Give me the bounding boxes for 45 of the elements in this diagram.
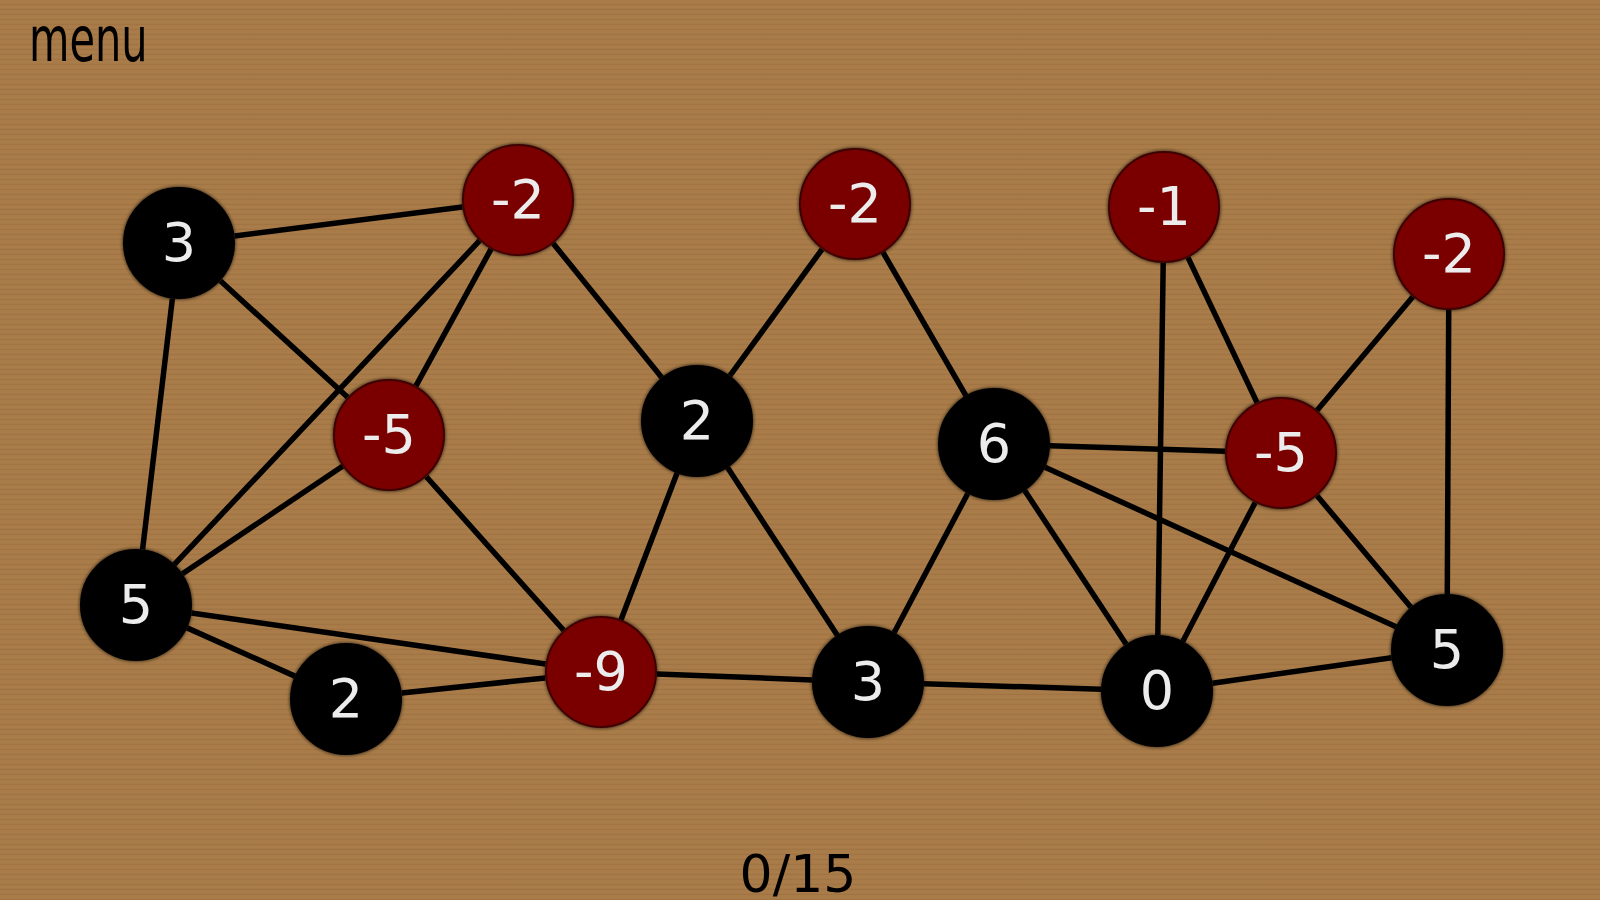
- connector-line: [618, 472, 680, 621]
- node-number: 6: [976, 417, 1012, 471]
- connector-line: [1212, 655, 1392, 686]
- node-number: 5: [1429, 623, 1465, 677]
- node-number: 5: [118, 578, 154, 632]
- connector-line: [880, 251, 969, 397]
- connector-line: [413, 247, 494, 388]
- connector-line: [1444, 310, 1452, 594]
- node-number: 0: [1139, 664, 1175, 718]
- node-number: -1: [1137, 180, 1191, 234]
- node-number: -2: [1422, 227, 1476, 281]
- connector-line: [1185, 256, 1260, 404]
- node-number: 2: [328, 672, 364, 726]
- connector-line: [234, 204, 463, 239]
- connector-line: [923, 681, 1102, 692]
- connector-line: [1315, 295, 1415, 412]
- connector-line: [891, 492, 971, 634]
- connector-line: [191, 610, 546, 667]
- connector-line: [172, 238, 482, 567]
- node-number: 3: [161, 216, 197, 270]
- connector-line: [727, 247, 825, 378]
- node-number: -9: [574, 645, 628, 699]
- connector-line: [139, 298, 176, 550]
- score-counter: 0/15: [739, 851, 857, 897]
- connector-line: [401, 675, 546, 696]
- connector-line: [424, 474, 566, 633]
- connector-line: [1049, 443, 1226, 454]
- menu-button: menu: [29, 15, 148, 65]
- connector-line: [180, 463, 345, 577]
- connector-line: [1043, 464, 1398, 630]
- node-number: -2: [491, 173, 545, 227]
- node-number: -5: [1254, 426, 1308, 480]
- node-number: -5: [362, 408, 416, 462]
- connector-line: [551, 241, 664, 380]
- connector-line: [1315, 494, 1414, 609]
- connector-line: [725, 466, 840, 637]
- connector-line: [1022, 489, 1129, 646]
- node-number: 3: [850, 655, 886, 709]
- node-number: -2: [828, 177, 882, 231]
- connector-line: [1180, 501, 1258, 643]
- connector-line: [186, 625, 296, 679]
- connector-line: [218, 278, 350, 400]
- connector-line: [1155, 262, 1166, 636]
- connector-line: [656, 671, 813, 683]
- node-number: 2: [679, 394, 715, 448]
